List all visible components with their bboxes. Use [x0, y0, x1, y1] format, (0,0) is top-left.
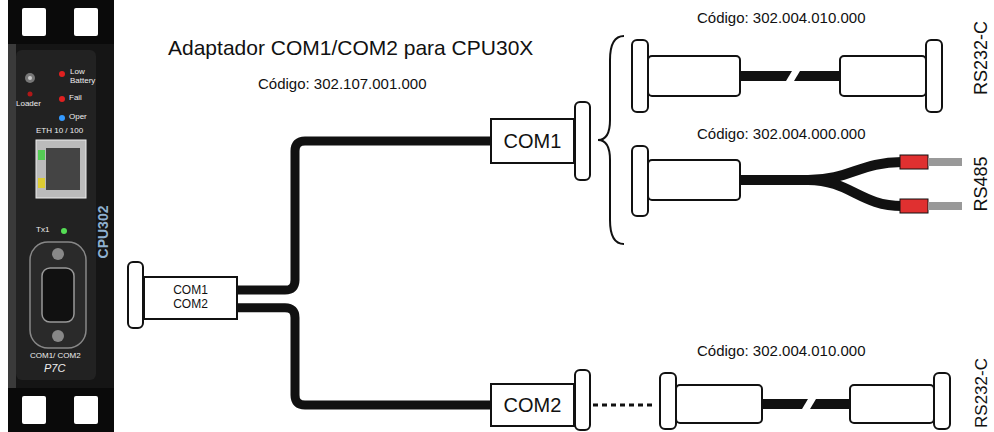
part-code: Código: 302.004.000.000 — [697, 126, 865, 143]
adapter-cable — [238, 308, 490, 405]
connector-db9: COM1 COM2 — [143, 276, 238, 320]
connector-flange — [128, 262, 143, 328]
eth-led — [38, 150, 45, 160]
connector-label: COM1 — [504, 130, 562, 153]
cable — [740, 71, 792, 81]
port-label: COM1/ COM2 — [30, 352, 81, 361]
clip-hole — [74, 396, 98, 424]
clip-hole — [22, 8, 46, 36]
cable — [762, 399, 808, 409]
signal-name: RS232-C — [972, 21, 992, 95]
loader-led — [28, 92, 33, 97]
connector-db9: COM1 — [490, 118, 575, 164]
screw — [52, 248, 64, 260]
led-label: Low Battery — [70, 68, 104, 86]
clip-hole — [22, 396, 46, 424]
connector-flange — [575, 102, 590, 180]
fail-led — [59, 96, 65, 102]
signal-name: RS485 — [972, 156, 992, 211]
plug-body — [648, 160, 740, 200]
connector-label: COM2 — [504, 394, 562, 417]
part-code: Código: 302.004.010.000 — [697, 343, 865, 360]
plug-body — [850, 385, 934, 423]
db9-socket — [42, 268, 74, 322]
ethernet-socket — [46, 148, 80, 190]
led-label: Fail — [69, 94, 82, 103]
din-clip — [8, 0, 114, 44]
cable — [794, 71, 840, 81]
cable-branch — [808, 180, 902, 206]
led-label: Oper — [69, 113, 87, 122]
diagram-title: Adaptador COM1/COM2 para CPU30X — [168, 36, 533, 59]
cable — [810, 399, 850, 409]
plug-flange — [926, 40, 942, 112]
adapter-cable — [238, 141, 490, 290]
db9-frame — [30, 242, 86, 348]
plug-body — [840, 56, 926, 96]
port-label: ETH 10 / 100 — [36, 127, 83, 136]
ferrule — [900, 155, 928, 169]
plug-body — [648, 56, 740, 96]
connector-flange — [575, 370, 590, 430]
part-code: Código: 302.004.010.000 — [697, 10, 865, 27]
battery-led — [59, 71, 65, 77]
speaker-icon — [28, 76, 32, 80]
part-code: Código: 302.107.001.000 — [258, 76, 426, 93]
screw — [52, 330, 64, 342]
ferrule — [900, 199, 928, 213]
plug-flange — [632, 146, 648, 216]
cable — [738, 175, 812, 185]
led-label: Loader — [16, 100, 41, 109]
plug-flange — [632, 40, 648, 112]
speaker-icon — [25, 73, 35, 83]
din-clip — [8, 388, 114, 432]
ferrule-pin — [928, 158, 962, 166]
tx-led — [61, 228, 67, 234]
front-panel — [16, 50, 96, 380]
ferrule-pin — [928, 202, 962, 210]
connector-label: COM1 COM2 — [168, 284, 214, 312]
connector-db9: COM2 — [490, 383, 575, 427]
module-edge — [8, 0, 16, 432]
led-label: Tx1 — [36, 226, 49, 235]
plug-flange — [934, 373, 950, 429]
dotted-link — [593, 404, 655, 407]
module-body — [8, 0, 114, 432]
oper-led — [59, 115, 65, 121]
model-name: CPU302 — [96, 206, 111, 259]
clip-hole — [74, 8, 98, 36]
plug-body — [676, 385, 762, 423]
ethernet-port — [36, 140, 86, 198]
signal-name: RS232-C — [973, 358, 992, 428]
eth-led — [38, 178, 45, 188]
bracket — [598, 36, 624, 244]
model-code: P7C — [44, 362, 65, 374]
plug-flange — [660, 373, 676, 429]
